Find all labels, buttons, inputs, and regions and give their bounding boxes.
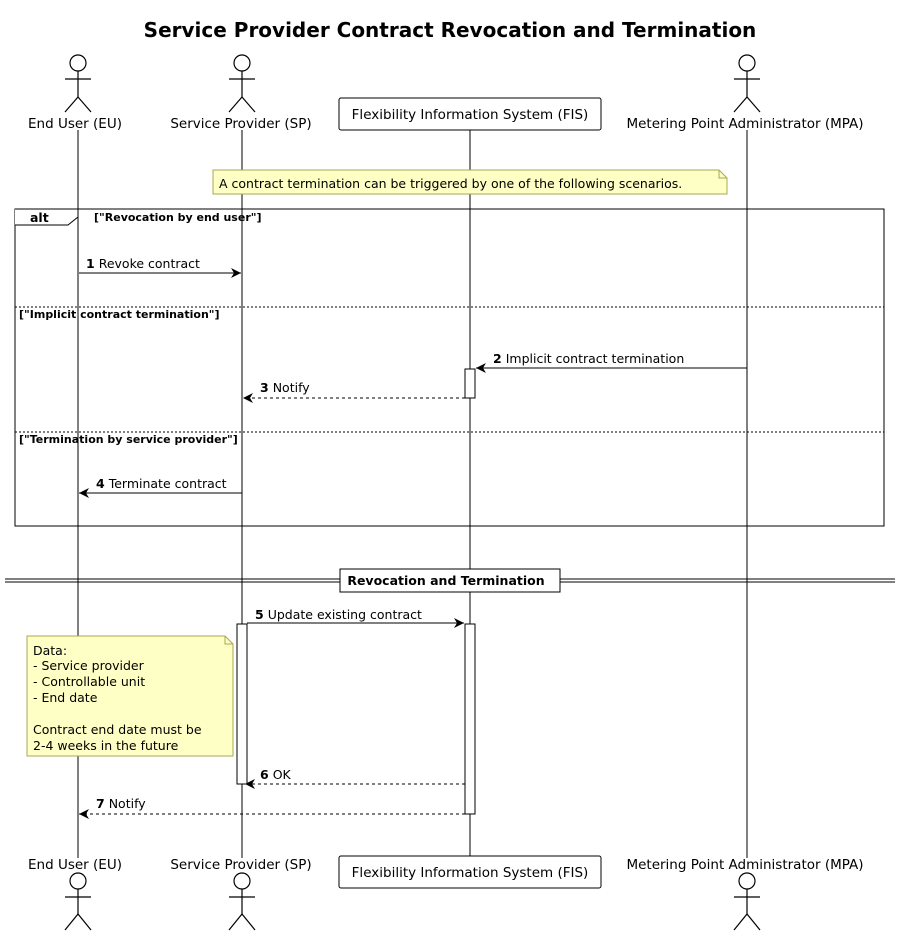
activation-fis (464, 623, 476, 815)
actor-icon (733, 872, 761, 931)
divider-box (339, 568, 561, 593)
message-label: OK (273, 767, 292, 782)
message-number: 5 (255, 607, 264, 622)
participant-fis-top: Flexibility Information System (FIS) (338, 97, 602, 131)
participant-label: Flexibility Information System (FIS) (352, 865, 589, 881)
actor-icon (64, 872, 92, 931)
message-number: 3 (260, 380, 269, 395)
note-scenarios: A contract termination can be triggered … (212, 169, 728, 195)
participant-box (338, 855, 602, 889)
alt-keyword: alt (30, 210, 49, 225)
participant-eu-top: End User (EU) (28, 54, 122, 132)
note-fold (718, 170, 727, 179)
note-line: - End date (33, 690, 98, 705)
message-label: Implicit contract termination (506, 351, 685, 366)
note-fold (224, 636, 233, 645)
message-label: Notify (273, 380, 311, 395)
alt-fragment: alt ["Revocation by end user"] ["Implici… (14, 208, 885, 527)
participant-label: Flexibility Information System (FIS) (352, 107, 589, 123)
actor-icon (64, 54, 92, 113)
alt-guard-1: ["Revocation by end user"] (94, 211, 262, 224)
participant-label: End User (EU) (28, 857, 122, 873)
message-6: 6 OK (245, 767, 465, 789)
message-number: 1 (86, 256, 95, 271)
participant-label: Service Provider (SP) (170, 857, 311, 873)
participant-label: End User (EU) (28, 116, 122, 132)
message-number: 2 (493, 351, 502, 366)
alt-guard-2: ["Implicit contract termination"] (19, 308, 220, 321)
activation-sp (236, 623, 248, 785)
alt-guard-3: ["Termination by service provider"] (19, 433, 238, 446)
actor-icon (228, 54, 256, 113)
note-line: - Service provider (33, 658, 145, 673)
participant-eu-bottom: End User (EU) (28, 857, 122, 931)
note-data: Data: - Service provider - Controllable … (26, 635, 234, 757)
participant-sp-bottom: Service Provider (SP) (170, 857, 312, 931)
note-line: 2-4 weeks in the future (33, 738, 179, 753)
message-2: 2 Implicit contract termination (476, 351, 747, 373)
message-3: 3 Notify (243, 380, 465, 403)
note-line: Contract end date must be (33, 722, 202, 737)
participant-label: Metering Point Administrator (MPA) (626, 857, 863, 873)
message-5: 5 Update existing contract (247, 607, 464, 628)
note-text: A contract termination can be triggered … (219, 176, 682, 191)
participant-fis-bottom: Flexibility Information System (FIS) (338, 855, 602, 889)
divider-label: Revocation and Termination (347, 573, 544, 588)
participant-mpa-top: Metering Point Administrator (MPA) (626, 54, 864, 132)
message-label: Update existing contract (268, 607, 422, 622)
message-number: 7 (96, 796, 105, 811)
section-divider: Revocation and Termination (5, 568, 895, 593)
svg-text:6OK: 6 OK (260, 767, 292, 782)
participant-mpa-bottom: Metering Point Administrator (MPA) (626, 857, 864, 931)
message-number: 4 (96, 476, 105, 491)
participant-label: Metering Point Administrator (MPA) (626, 116, 863, 132)
alt-frame (14, 208, 885, 527)
participant-box (338, 97, 602, 131)
participant-label: Service Provider (SP) (170, 116, 311, 132)
message-number: 6 (260, 767, 269, 782)
actor-icon (228, 872, 256, 931)
note-line: Data: (33, 643, 67, 658)
message-1: 1 Revoke contract (79, 256, 241, 278)
message-label: Notify (109, 796, 147, 811)
diagram-title: Service Provider Contract Revocation and… (144, 18, 757, 42)
message-label: Revoke contract (99, 256, 200, 271)
note-shape (212, 169, 728, 195)
message-7: 7 Notify (79, 796, 465, 819)
actor-icon (733, 54, 761, 113)
alt-tab (15, 208, 79, 226)
note-shape (26, 635, 234, 757)
activation-fis (464, 368, 476, 399)
message-label: Terminate contract (108, 476, 227, 491)
note-line: - Controllable unit (33, 674, 145, 689)
participant-sp-top: Service Provider (SP) (170, 54, 312, 132)
